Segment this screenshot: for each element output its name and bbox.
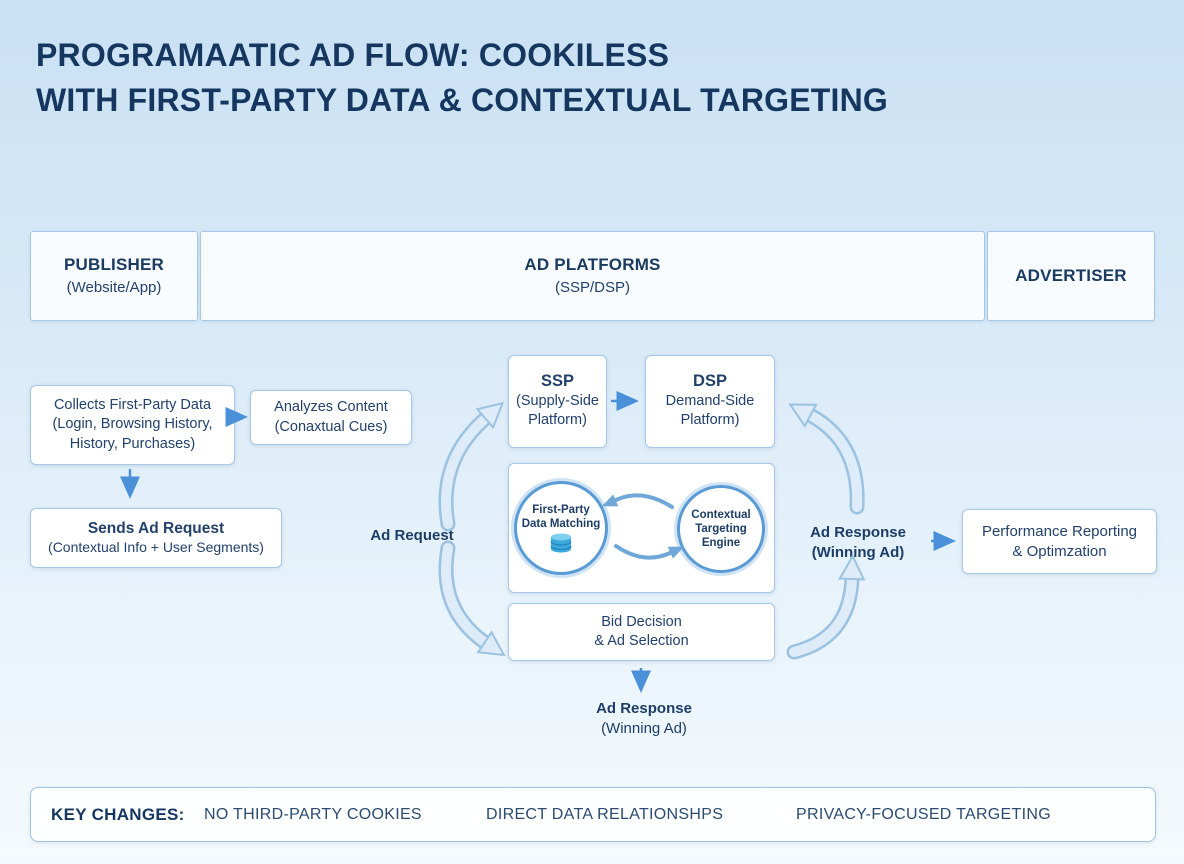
dsp-line3: Platform)	[680, 412, 740, 429]
dsp-title: DSP	[693, 372, 727, 391]
bid-line2: & Ad Selection	[594, 633, 689, 649]
label-ad-request: Ad Request	[370, 527, 454, 544]
lane-publisher: PUBLISHER (Website/App)	[30, 231, 198, 321]
key-changes-bar: KEY CHANGES: NO THIRD-PARTY COOKIES DIRE…	[30, 787, 1156, 842]
lane-advertiser: ADVERTISER	[987, 231, 1155, 321]
circle-contextual-targeting-engine: Contextual Targeting Engine	[677, 485, 765, 573]
box-analyzes-content: Analyzes Content (Conaxtual Cues)	[250, 390, 412, 445]
label-ad-response-bottom: Ad Response (Winning Ad)	[576, 699, 712, 739]
swoosh-ad-request-to-ssp	[438, 401, 505, 532]
analyzes-line1: Analyzes Content	[274, 399, 388, 415]
collects-line3: History, Purchases)	[69, 435, 196, 452]
page-title-line2: WITH FIRST-PARTY DATA & CONTEXTUAL TARGE…	[36, 82, 889, 118]
database-icon	[548, 533, 574, 553]
ad-response-bottom-line1: Ad Response	[596, 700, 692, 717]
dsp-line2: Demand-Side	[665, 392, 755, 409]
performance-line1: Performance Reporting	[981, 523, 1138, 540]
ad-response-bottom-line2: (Winning Ad)	[601, 720, 687, 737]
ad-response-side-line2: (Winning Ad)	[811, 544, 905, 561]
analyzes-line2: (Conaxtual Cues)	[274, 418, 388, 435]
key-changes-label: KEY CHANGES:	[51, 804, 185, 824]
lane-ad-platforms: AD PLATFORMS (SSP/DSP)	[200, 231, 985, 321]
key-changes-item-no-cookies: NO THIRD-PARTY COOKIES	[204, 805, 422, 823]
first-party-circle-line2: Data Matching	[521, 518, 601, 530]
bid-line1: Bid Decision	[601, 613, 682, 630]
lane-publisher-subtitle: (Website/App)	[66, 278, 162, 296]
circle-first-party-data-matching: First-Party Data Matching	[514, 481, 608, 575]
label-ad-response-side: Ad Response (Winning Ad)	[796, 523, 920, 563]
contextual-circle-line3: Engine	[701, 537, 741, 549]
box-bid-decision: Bid Decision & Ad Selection	[508, 603, 775, 661]
sends-title: Sends Ad Request	[87, 519, 225, 537]
box-ssp: SSP (Supply-Side Platform)	[508, 355, 607, 448]
first-party-circle-line1: First-Party	[532, 504, 590, 516]
box-matching-engine: First-Party Data Matching Contextual Tar…	[508, 463, 775, 593]
contextual-circle-line1: Contextual	[691, 509, 751, 521]
key-changes-item-privacy: PRIVACY-FOCUSED TARGETING	[796, 805, 1051, 823]
ad-response-side-line1: Ad Response	[810, 524, 906, 541]
box-performance-reporting: Performance Reporting & Optimzation	[962, 509, 1157, 574]
box-dsp: DSP Demand-Side Platform)	[645, 355, 775, 448]
lane-publisher-title: PUBLISHER	[63, 255, 165, 274]
collects-line1: Collects First-Party Data	[53, 396, 212, 413]
page-title: PROGRAMAATIC AD FLOW: COOKILESS WITH FIR…	[36, 33, 888, 123]
box-collects-first-party-data: Collects First-Party Data (Login, Browsi…	[30, 385, 235, 465]
swoosh-bid-to-ad-response	[786, 553, 866, 660]
lane-advertiser-title: ADVERTISER	[1015, 266, 1127, 286]
swoosh-ad-request-to-bid	[438, 540, 506, 657]
box-sends-ad-request: Sends Ad Request (Contextual Info + User…	[30, 508, 282, 568]
lane-ad-platforms-title: AD PLATFORMS	[524, 255, 661, 274]
collects-line2: (Login, Browsing History,	[52, 416, 213, 433]
page-title-line1: PROGRAMAATIC AD FLOW: COOKILESS	[36, 37, 670, 73]
contextual-circle-line2: Targeting	[695, 523, 747, 535]
ssp-line3: Platform)	[528, 412, 587, 429]
ssp-title: SSP	[540, 372, 575, 391]
sends-subtitle: (Contextual Info + User Segments)	[48, 539, 264, 555]
lane-ad-platforms-subtitle: (SSP/DSP)	[554, 278, 630, 296]
performance-line2: & Optimzation	[1012, 542, 1107, 560]
swoosh-ad-response-to-dsp	[788, 403, 865, 515]
ssp-line2: (Supply-Side	[515, 392, 599, 409]
key-changes-item-direct-data: DIRECT DATA RELATIONSHPS	[486, 805, 724, 823]
